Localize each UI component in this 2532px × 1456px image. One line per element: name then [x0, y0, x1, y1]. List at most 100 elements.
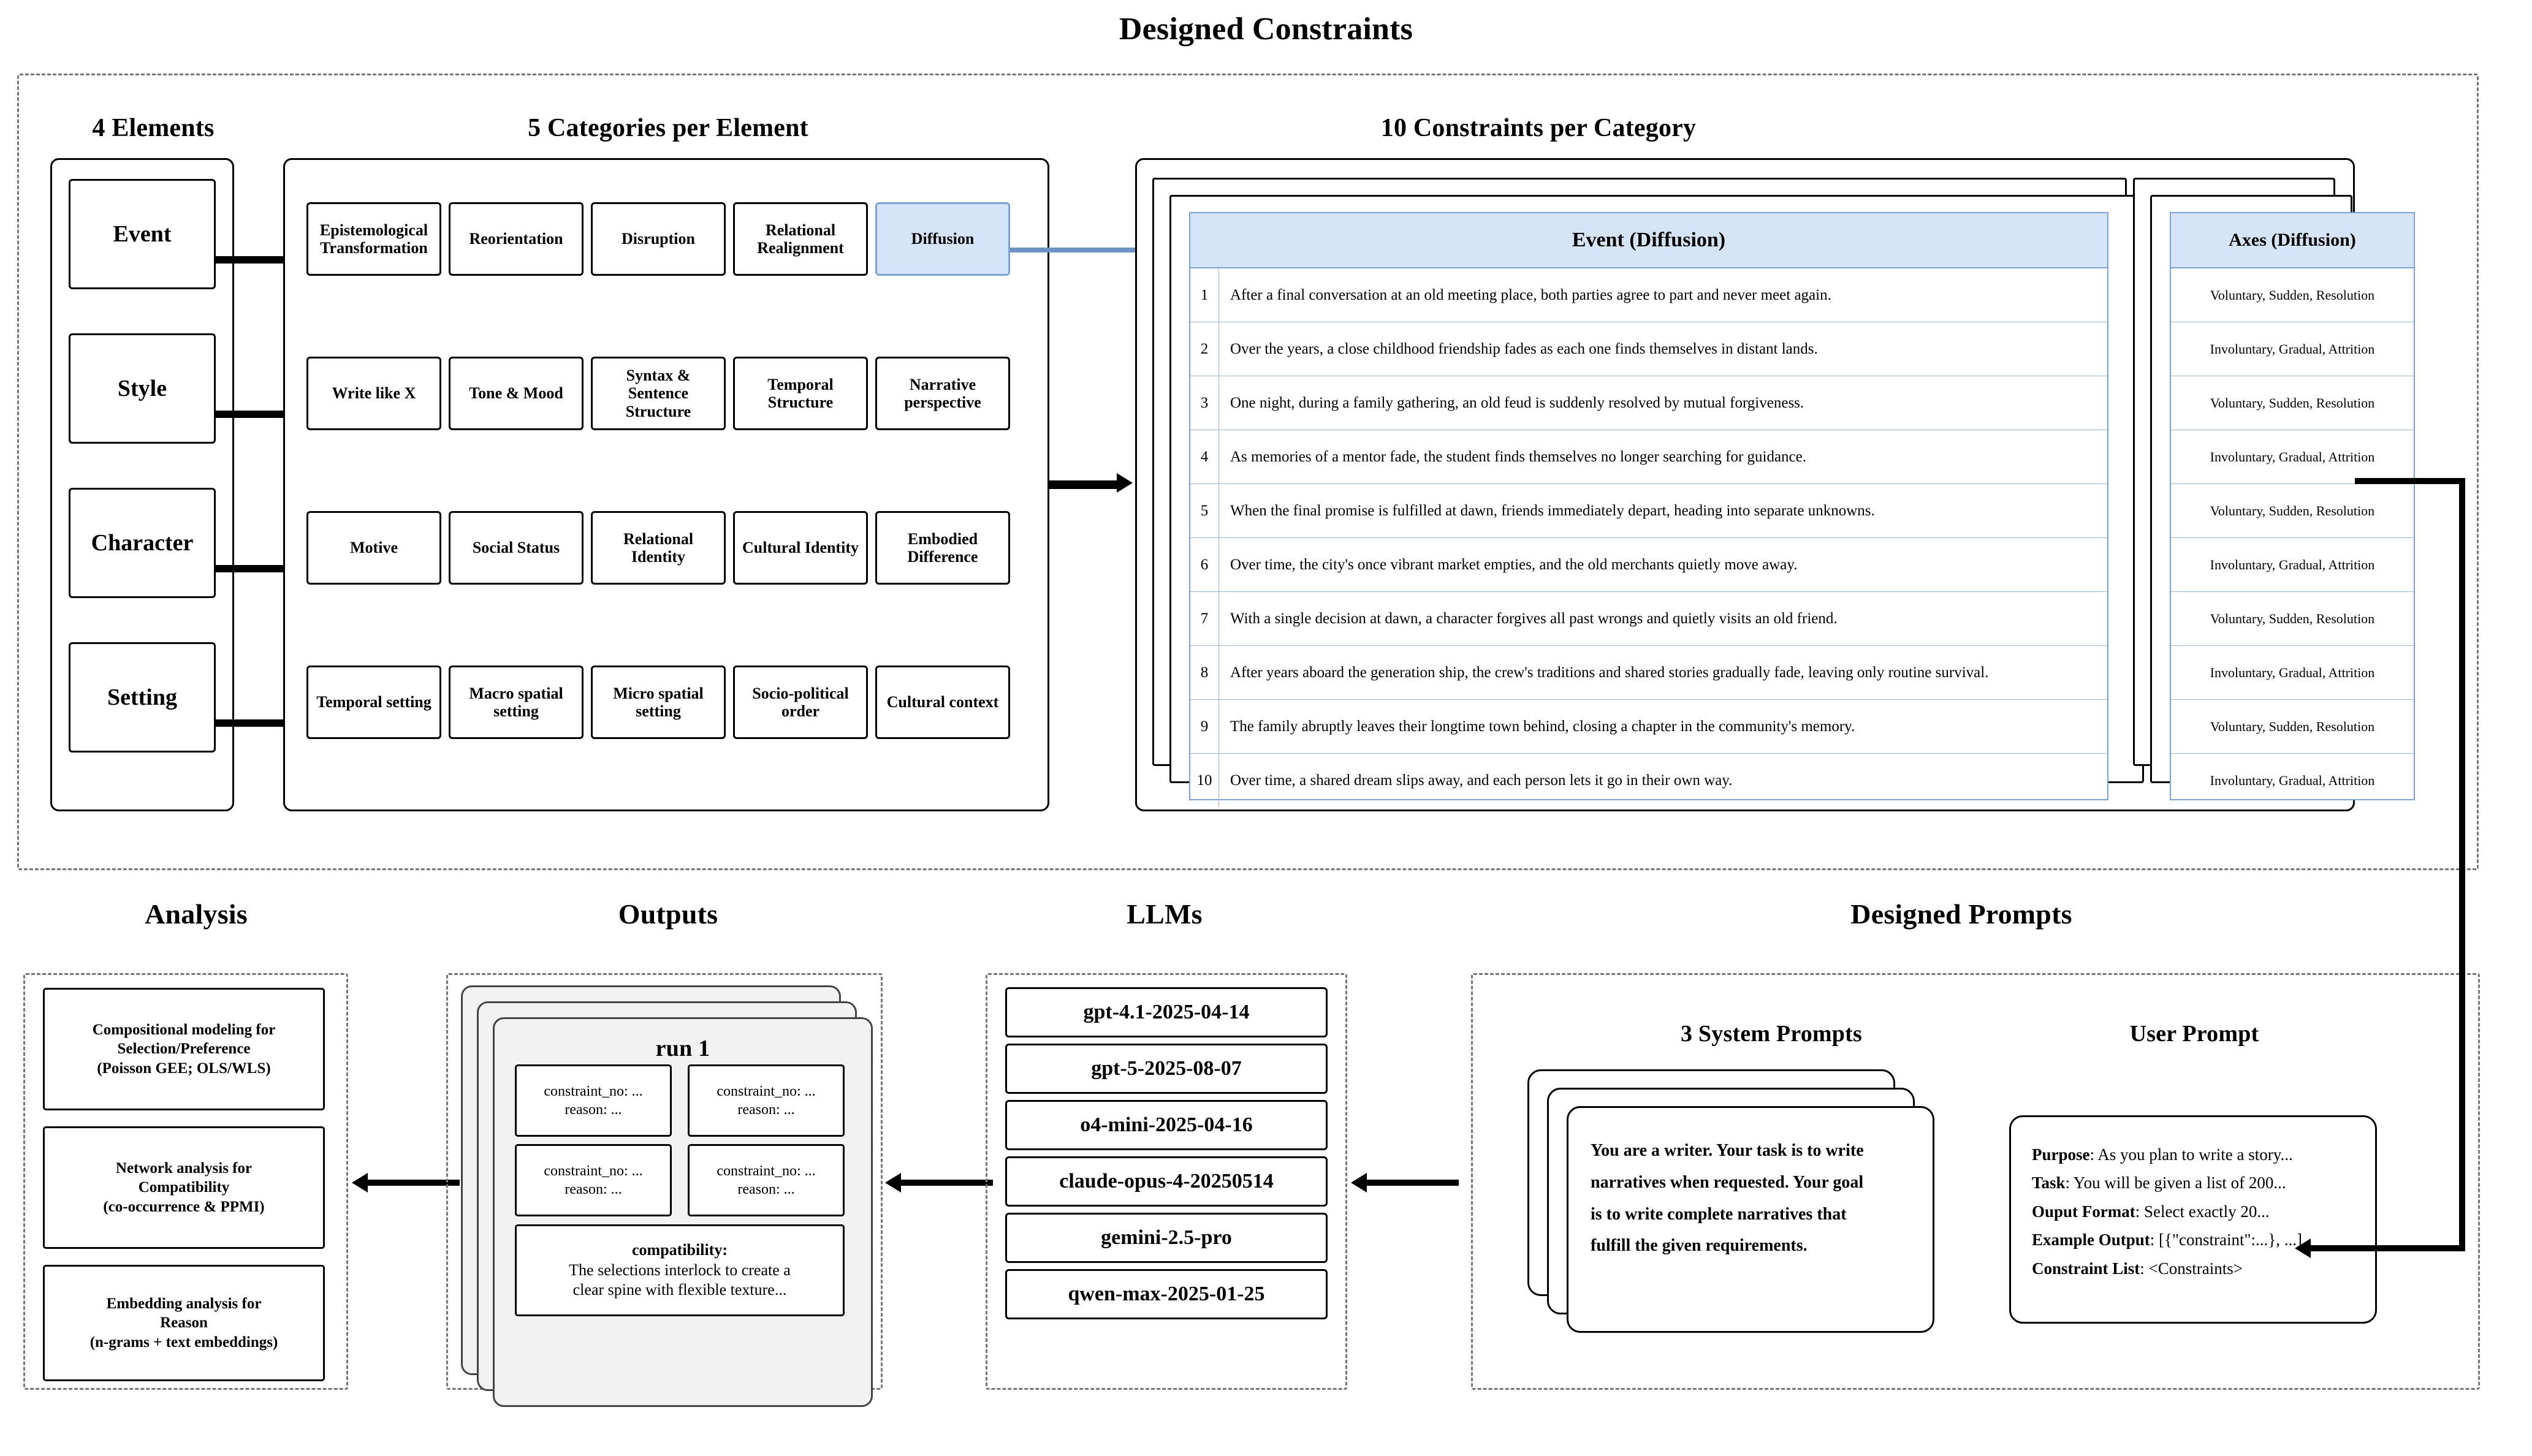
table-row[interactable]: 7 With a single decision at dawn, a char… — [1190, 592, 2107, 646]
analysis-item-line3: (Poisson GEE; OLS/WLS) — [97, 1060, 271, 1077]
constraint-number: 6 — [1190, 538, 1219, 591]
category-temporal-structure[interactable]: Temporal Structure — [733, 357, 868, 430]
table-row[interactable]: 4 As memories of a mentor fade, the stud… — [1190, 430, 2107, 484]
constraint-number: 1 — [1190, 268, 1219, 322]
table-row[interactable]: 2 Over the years, a close childhood frie… — [1190, 322, 2107, 376]
llm-qwen-max[interactable]: qwen-max-2025-01-25 — [1005, 1269, 1328, 1319]
category-tone-and-mood[interactable]: Tone & Mood — [449, 357, 584, 430]
output-constraint-card[interactable]: constraint_no: ... reason: ... — [688, 1144, 845, 1216]
category-diffusion[interactable]: Diffusion — [875, 202, 1010, 276]
arrow-setting-to-categories — [216, 719, 302, 727]
llms-panel — [986, 973, 1347, 1390]
constraint-text: Over time, a shared dream slips away, an… — [1230, 772, 1733, 789]
llm-gpt-5[interactable]: gpt-5-2025-08-07 — [1005, 1044, 1328, 1094]
system-prompt-line4: fulfill the given requirements. — [1591, 1236, 1808, 1256]
table-row[interactable]: 3 One night, during a family gathering, … — [1190, 376, 2107, 430]
output-constraint-card[interactable]: constraint_no: ... reason: ... — [515, 1064, 672, 1137]
arrow-outputs-to-analysis-head — [352, 1173, 368, 1192]
user-prompt-card[interactable]: Purpose: As you plan to write a story...… — [2009, 1115, 2377, 1324]
arrow-character-to-categories — [216, 565, 302, 572]
table-row[interactable]: 10 Over time, a shared dream slips away,… — [1190, 754, 2107, 807]
list-item[interactable]: Voluntary, Sudden, Resolution — [2171, 592, 2414, 646]
user-prompt-label-output-format: Ouput Format — [2032, 1202, 2135, 1221]
llm-gemini-2-5-pro[interactable]: gemini-2.5-pro — [1005, 1213, 1328, 1263]
arrow-categories-to-constraints-head — [1117, 473, 1133, 493]
list-item[interactable]: Involuntary, Gradual, Attrition — [2171, 322, 2414, 376]
route-constraints-top-segment — [2355, 478, 2465, 484]
constraint-number: 3 — [1190, 376, 1219, 430]
list-item[interactable]: Voluntary, Sudden, Resolution — [2171, 268, 2414, 322]
element-box-setting[interactable]: Setting — [69, 642, 216, 753]
analysis-item-compositional-modeling[interactable]: Compositional modeling for Selection/Pre… — [43, 988, 325, 1110]
list-item[interactable]: Involuntary, Gradual, Attrition — [2171, 538, 2414, 592]
column-header-categories: 5 Categories per Element — [528, 114, 808, 142]
element-box-style[interactable]: Style — [69, 333, 216, 444]
category-relational-realignment[interactable]: Relational Realignment — [733, 202, 868, 276]
table-row[interactable]: 1 After a final conversation at an old m… — [1190, 268, 2107, 322]
element-box-event[interactable]: Event — [69, 179, 216, 289]
column-header-elements: 4 Elements — [92, 114, 215, 142]
llm-gpt-4-1[interactable]: gpt-4.1-2025-04-14 — [1005, 987, 1328, 1037]
category-write-like-x[interactable]: Write like X — [306, 357, 441, 430]
output-compatibility-card[interactable]: compatibility: The selections interlock … — [515, 1224, 845, 1316]
constraint-text: After years aboard the generation ship, … — [1230, 664, 1989, 681]
list-item[interactable]: Involuntary, Gradual, Attrition — [2210, 772, 2375, 788]
output-constraint-card[interactable]: constraint_no: ... reason: ... — [688, 1064, 845, 1137]
category-temporal-setting[interactable]: Temporal setting — [306, 665, 441, 739]
category-syntax-sentence-structure[interactable]: Syntax & Sentence Structure — [591, 357, 726, 430]
constraint-no-label: constraint_no: ... — [717, 1083, 816, 1099]
category-motive[interactable]: Motive — [306, 511, 441, 585]
user-prompt-value-task: : You will be given a list of 200... — [2065, 1174, 2286, 1192]
llm-claude-opus-4[interactable]: claude-opus-4-20250514 — [1005, 1156, 1328, 1207]
constraint-no-label: constraint_no: ... — [544, 1083, 643, 1099]
list-item[interactable]: Voluntary, Sudden, Resolution — [2171, 700, 2414, 754]
analysis-item-embedding-analysis[interactable]: Embedding analysis for Reason (n-grams +… — [43, 1265, 325, 1381]
system-prompt-card[interactable]: You are a writer. Your task is to write … — [1567, 1106, 1934, 1333]
category-socio-political-order[interactable]: Socio-political order — [733, 665, 868, 739]
section-title-prompts: Designed Prompts — [1850, 898, 2072, 930]
category-epistemological-transformation[interactable]: Epistemological Transformation — [306, 202, 441, 276]
constraint-number: 7 — [1190, 592, 1219, 645]
arrow-categories-to-constraints — [1049, 480, 1123, 489]
constraint-number: 8 — [1190, 646, 1219, 699]
category-social-status[interactable]: Social Status — [449, 511, 584, 585]
table-row[interactable]: 5 When the final promise is fulfilled at… — [1190, 484, 2107, 538]
category-cultural-context[interactable]: Cultural context — [875, 665, 1010, 739]
table-row[interactable]: 6 Over time, the city's once vibrant mar… — [1190, 538, 2107, 592]
category-relational-identity[interactable]: Relational Identity — [591, 511, 726, 585]
constraint-text: With a single decision at dawn, a charac… — [1230, 610, 1838, 627]
user-prompt-value-example-output: : [{"constraint":...}, ...] — [2150, 1230, 2302, 1249]
constraint-number: 10 — [1190, 754, 1219, 807]
analysis-item-line2: Selection/Preference — [117, 1041, 251, 1058]
list-item[interactable]: Involuntary, Gradual, Attrition — [2171, 430, 2414, 484]
category-reorientation[interactable]: Reorientation — [449, 202, 584, 276]
list-item[interactable]: Voluntary, Sudden, Resolution — [2171, 484, 2414, 538]
user-prompt-line: Purpose: As you plan to write a story... — [2032, 1140, 2354, 1169]
system-prompt-line1: You are a writer. Your task is to write — [1591, 1141, 1864, 1160]
analysis-item-line2: Compatibility — [138, 1179, 230, 1196]
category-embodied-difference[interactable]: Embodied Difference — [875, 511, 1010, 585]
output-constraint-card[interactable]: constraint_no: ... reason: ... — [515, 1144, 672, 1216]
column-header-constraints: 10 Constraints per Category — [1380, 114, 1697, 142]
system-prompt-line2: narratives when requested. Your goal — [1591, 1172, 1864, 1192]
constraint-table: Event (Diffusion) 1 After a final conver… — [1189, 212, 2108, 807]
list-item[interactable]: Voluntary, Sudden, Resolution — [2171, 376, 2414, 430]
designed-constraints-panel — [17, 74, 2479, 870]
element-box-character[interactable]: Character — [69, 488, 216, 598]
arrow-llms-to-outputs — [901, 1180, 993, 1186]
route-constraints-bottom-segment — [2311, 1245, 2465, 1251]
table-row[interactable]: 8 After years aboard the generation ship… — [1190, 646, 2107, 700]
category-macro-spatial-setting[interactable]: Macro spatial setting — [449, 665, 584, 739]
table-row[interactable]: 9 The family abruptly leaves their longt… — [1190, 700, 2107, 754]
llm-o4-mini[interactable]: o4-mini-2025-04-16 — [1005, 1100, 1328, 1150]
analysis-item-network-analysis[interactable]: Network analysis for Compatibility (co-o… — [43, 1126, 325, 1249]
category-narrative-perspective[interactable]: Narrative perspective — [875, 357, 1010, 430]
constraint-number: 9 — [1190, 700, 1219, 753]
compatibility-line2: clear spine with flexible texture... — [572, 1281, 787, 1299]
category-micro-spatial-setting[interactable]: Micro spatial setting — [591, 665, 726, 739]
list-item[interactable]: Involuntary, Gradual, Attrition — [2171, 646, 2414, 700]
category-disruption[interactable]: Disruption — [591, 202, 726, 276]
reason-label: reason: ... — [565, 1181, 622, 1197]
arrow-outputs-to-analysis — [368, 1180, 460, 1186]
category-cultural-identity[interactable]: Cultural Identity — [733, 511, 868, 585]
